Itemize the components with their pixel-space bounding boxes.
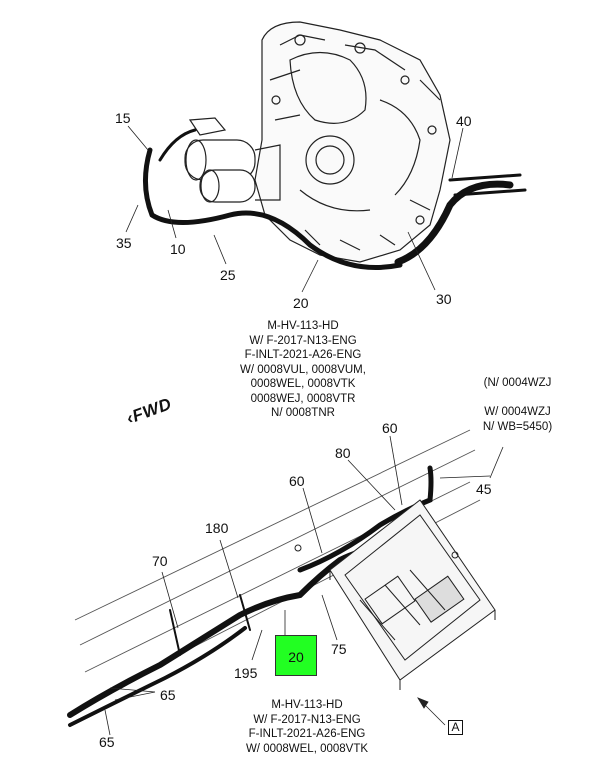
callout-30[interactable]: 30 (436, 291, 452, 307)
callout-195[interactable]: 195 (234, 665, 258, 681)
callout-20-top[interactable]: 20 (293, 295, 309, 311)
callout-65-bottom[interactable]: 65 (99, 734, 115, 750)
callout-60-right[interactable]: 60 (382, 420, 398, 436)
note-right-line (470, 391, 565, 406)
note-top-line: 0008WEL, 0008VTK (250, 378, 356, 390)
note-right-line: N/ WB=5450) (482, 420, 553, 433)
note-bottom-line: M-HV-113-HD (271, 699, 343, 711)
callout-15[interactable]: 15 (115, 110, 131, 126)
view-a-marker[interactable]: A (448, 720, 463, 735)
callout-75[interactable]: 75 (331, 641, 347, 657)
note-top-line: W/ 0008VUL, 0008VUM, (240, 363, 366, 376)
callout-35[interactable]: 35 (116, 235, 132, 251)
callout-80[interactable]: 80 (335, 445, 351, 461)
callout-45[interactable]: 45 (476, 481, 492, 497)
note-top: M-HV-113-HD W/ F-2017-N13-ENG F-INLT-202… (228, 319, 378, 421)
note-bottom-line: W/ F-2017-N13-ENG (253, 713, 361, 726)
callout-180[interactable]: 180 (205, 520, 229, 536)
note-top-line: 0008WEJ, 0008VTR (250, 392, 356, 405)
leader-lines (104, 125, 504, 736)
note-top-line: F-INLT-2021-A26-ENG (244, 349, 362, 361)
callout-40[interactable]: 40 (456, 113, 472, 129)
highlighted-callout-20-label: 20 (288, 649, 304, 665)
callout-70[interactable]: 70 (152, 553, 168, 569)
callout-10[interactable]: 10 (170, 241, 186, 257)
engine-housing-drawing (254, 21, 451, 263)
callout-25[interactable]: 25 (220, 267, 236, 283)
note-right: (N/ 0004WZJ W/ 0004WZJ N/ WB=5450) (470, 376, 565, 434)
callout-65-right[interactable]: 65 (160, 687, 176, 703)
note-bottom-line: F-INLT-2021-A26-ENG (248, 728, 366, 740)
note-top-line: N/ 0008TNR (271, 407, 335, 419)
lower-harness-drawing (67, 465, 434, 727)
upper-harness-drawing (142, 128, 527, 270)
note-bottom-line: W/ 0008WEL, 0008VTK (245, 742, 369, 755)
starter-motor-drawing (184, 117, 281, 203)
highlighted-callout-20[interactable]: 20 (275, 635, 317, 676)
note-right-line: W/ 0004WZJ (484, 406, 551, 418)
battery-box-drawing (294, 499, 496, 690)
note-top-line: W/ F-2017-N13-ENG (249, 334, 357, 347)
note-bottom: M-HV-113-HD W/ F-2017-N13-ENG F-INLT-202… (232, 698, 382, 756)
note-right-line: (N/ 0004WZJ (483, 377, 552, 389)
callout-60-left[interactable]: 60 (289, 473, 305, 489)
note-top-line: M-HV-113-HD (267, 320, 339, 332)
